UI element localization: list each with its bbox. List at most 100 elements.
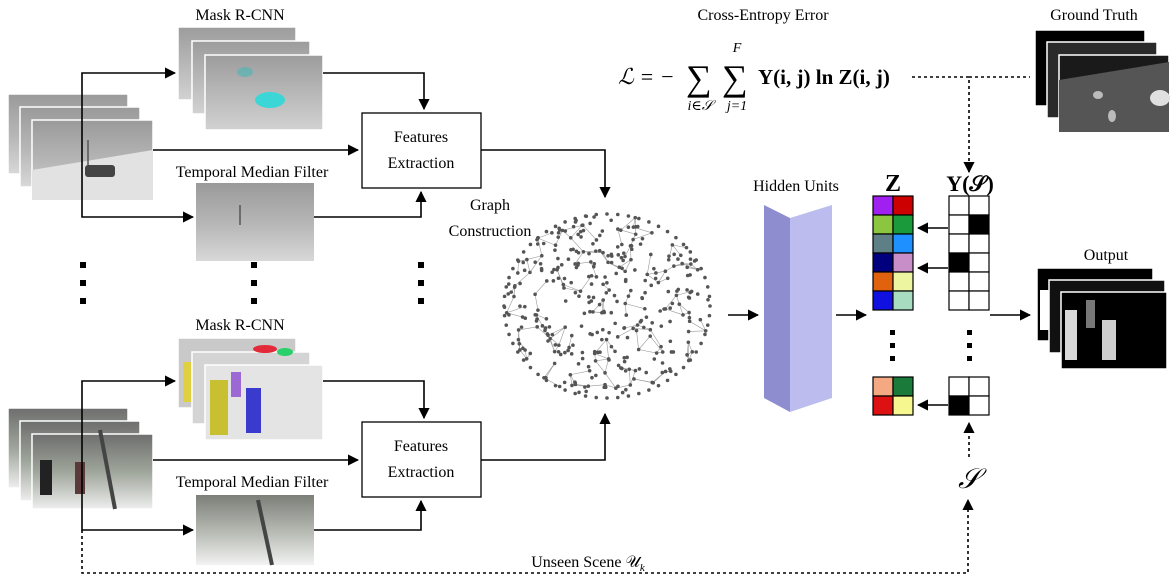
graph-node [528,351,533,356]
graph-node [612,293,617,298]
graph-node [674,372,678,377]
graph-edge [574,251,584,265]
graph-edge [649,335,663,353]
graph-node [633,368,638,373]
graph-node [602,385,607,390]
graph-edge [638,349,657,354]
graph-node [539,253,544,258]
graph-node [616,253,621,257]
graph-node [520,315,525,319]
graph-node [643,290,647,295]
graph-node [676,257,680,261]
graph-edge [570,225,583,239]
graph-node [635,323,640,327]
graph-node [591,241,595,246]
graph-node [543,326,548,330]
graph-node [601,250,605,255]
graph-node [576,362,581,366]
graph-edge [679,303,690,313]
graph-node [536,372,540,377]
features-bottom-line2: Extraction [388,464,455,481]
graph-node [614,271,619,276]
graph-node [695,292,700,296]
graph-node [688,250,693,254]
graph-node [569,352,574,356]
graph-node [633,232,638,237]
graph-node [623,254,627,259]
graph-edge [672,244,682,256]
graph-node [648,327,653,332]
graph-node [684,245,689,250]
hidden-units-front [790,205,832,412]
graph-node [578,289,583,293]
eq-sum2-sup: F [732,41,742,56]
graph-node [629,257,633,262]
graph-node [638,242,643,246]
graph-node [685,353,689,357]
z-cell [892,233,914,254]
graph-edge [647,274,659,283]
graph-node [670,301,675,306]
eq-sum2-sub: j=1 [725,99,747,114]
z-cell [892,395,914,416]
graph-node [656,224,661,229]
graph-edge [625,303,645,310]
graph-edge [633,232,652,240]
graph-node [582,311,587,316]
graph-node [563,299,568,303]
graph-node [637,216,641,221]
y-cell [968,233,990,254]
cross-entropy-label: Cross-Entropy Error [697,7,829,24]
graph-node [652,266,656,271]
y-cell [948,233,970,254]
graph-node [660,350,665,354]
graph-node [616,384,620,389]
graph-edge [518,326,538,331]
graph-node [588,221,592,226]
graph-node [607,288,611,292]
graph-node [521,358,526,362]
graph-node [687,310,691,315]
eq-sum1: ∑ [686,58,712,98]
graph-edge [646,254,652,275]
graph-edge [590,261,597,277]
graph-node [579,324,584,328]
graph-node [601,282,605,287]
graph-node [553,248,557,252]
graph-node [588,309,592,314]
graph-node [603,275,607,279]
graph-node [559,263,564,267]
graph-node [557,226,561,231]
graph-node [623,369,628,373]
output-frames [1036,267,1168,370]
graph-node [625,355,629,360]
z-cell [892,195,914,216]
graph-node [540,324,545,328]
y-cell [948,195,970,216]
graph-node [681,313,685,317]
graph-node [686,340,691,345]
graph-node [637,391,641,396]
graph-edge [601,300,604,313]
graph-node [640,236,645,241]
graph-node [533,313,538,317]
graph-node [615,299,619,304]
graph-node [573,381,577,385]
graph-edge [529,255,543,273]
graph-edge [594,339,607,354]
graph-node [647,388,651,392]
graph-node [699,341,703,346]
graph-edge [617,228,623,245]
graph-node [544,229,549,234]
graph-edge [570,370,590,376]
graph-node [591,310,595,314]
graph-node [563,350,567,355]
graph-node [534,319,539,323]
arrows-bottom [81,375,611,536]
graph-node [506,282,511,286]
graph-node [550,270,554,275]
graph-node [690,350,695,354]
graph-node [624,387,628,392]
graph-node [605,280,609,285]
graph-node [589,273,594,278]
